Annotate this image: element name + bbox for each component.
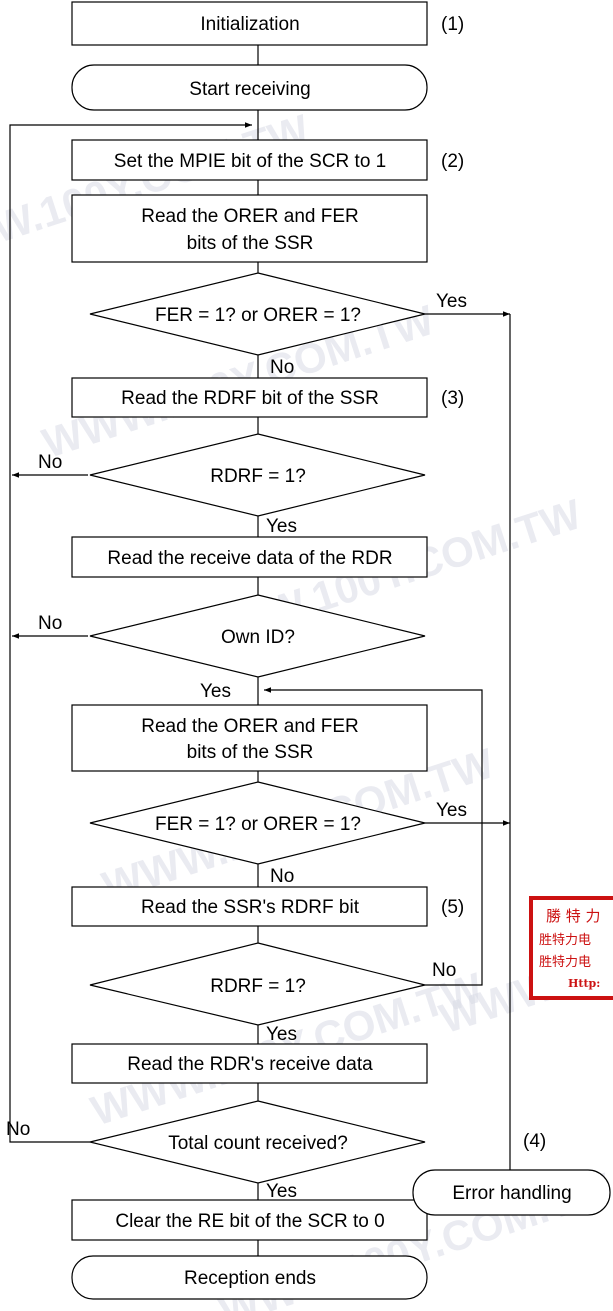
no-label: No [6, 1119, 30, 1140]
yes-label: Yes [436, 800, 467, 821]
stamp-line-2: 胜特力电 [539, 933, 591, 948]
total-count-decision [89, 1100, 426, 1184]
end-terminator [71, 1255, 428, 1300]
yes-label: Yes [266, 1024, 297, 1045]
clear-re-box [71, 1199, 428, 1241]
read-orer-fer-2-label-line1: Read the ORER and FER [141, 716, 359, 737]
yes-label: Yes [436, 291, 467, 312]
read-rdrf-box [71, 377, 428, 418]
loop-back-connector [9, 122, 252, 1143]
read-rdrf-2-label: Read the SSR's RDRF bit [141, 897, 360, 918]
rdrf-question-2: RDRF = 1? [210, 976, 306, 997]
stamp-line-4: Http: [568, 977, 600, 990]
error-handling-terminator [412, 1169, 611, 1216]
own-id-decision [89, 594, 426, 678]
stamp-line-1: 勝 特 力 [546, 907, 601, 925]
step-note-4: (4) [523, 1131, 546, 1152]
read-orer-fer-2-label-line2: bits of the SSR [187, 742, 314, 763]
step-note-2: (2) [441, 151, 464, 172]
read-rdr-2-label: Read the RDR's receive data [127, 1054, 373, 1075]
read-rdr-box-2 [71, 1043, 428, 1084]
own-id-question: Own ID? [221, 627, 295, 648]
reception-ends-label: Reception ends [184, 1268, 316, 1289]
connectors [9, 45, 511, 1256]
start-terminator [71, 64, 428, 111]
read-orer-fer-box [71, 194, 428, 263]
read-rdrf-box-2 [71, 886, 428, 927]
fer-orer-decision-2 [89, 781, 426, 865]
no-label: No [38, 613, 62, 634]
read-orer-fer-label-line2: bits of the SSR [187, 233, 314, 254]
company-stamp-logo: 勝 特 力 胜特力电 胜特力电 Http: [529, 896, 613, 1000]
yes-label: Yes [200, 681, 231, 702]
read-rdrf-label: Read the RDRF bit of the SSR [121, 388, 379, 409]
step-note-3: (3) [441, 388, 464, 409]
no-label: No [270, 866, 294, 887]
clear-re-label: Clear the RE bit of the SCR to 0 [115, 1211, 384, 1232]
yes-label: Yes [266, 1181, 297, 1202]
total-count-question: Total count received? [168, 1133, 348, 1154]
step-note-5: (5) [441, 897, 464, 918]
initialization-box [71, 1, 428, 46]
step-note-1: (1) [441, 14, 464, 35]
error-handling-label: Error handling [452, 1183, 571, 1204]
yes-label: Yes [266, 516, 297, 537]
rdrf-decision [89, 433, 426, 517]
read-rdr-box [71, 536, 428, 578]
read-orer-fer-label-line1: Read the ORER and FER [141, 206, 359, 227]
inner-loop-connector [264, 687, 483, 986]
rdrf-question: RDRF = 1? [210, 466, 306, 487]
set-mpie-label: Set the MPIE bit of the SCR to 1 [114, 151, 386, 172]
read-orer-fer-box-2 [71, 704, 428, 772]
stamp-border [529, 896, 613, 1000]
stamp-line-3: 胜特力电 [539, 955, 591, 970]
initialization-label: Initialization [200, 14, 299, 35]
fer-orer-question-2: FER = 1? or ORER = 1? [155, 814, 361, 835]
no-label: No [270, 357, 294, 378]
fer-orer-question: FER = 1? or ORER = 1? [155, 305, 361, 326]
set-mpie-box [71, 139, 428, 181]
read-rdr-label: Read the receive data of the RDR [107, 548, 392, 569]
no-label: No [432, 960, 456, 981]
no-label: No [38, 452, 62, 473]
start-receiving-label: Start receiving [189, 79, 310, 100]
fer-orer-decision [89, 272, 426, 356]
rdrf-decision-2 [89, 942, 426, 1026]
